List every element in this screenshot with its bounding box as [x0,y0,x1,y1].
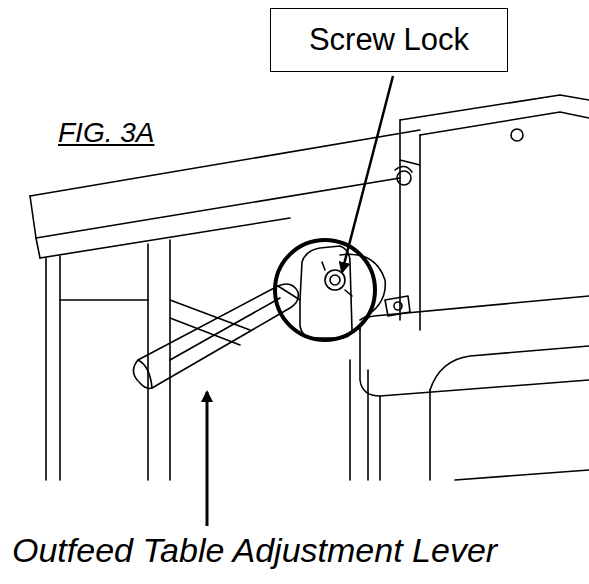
callout-text: Screw Lock [309,23,469,57]
callout-box: Screw Lock [270,8,508,72]
part-name: Outfeed Table Adjustment Lever [12,532,497,569]
figure-label: FIG. 3A [58,118,154,149]
